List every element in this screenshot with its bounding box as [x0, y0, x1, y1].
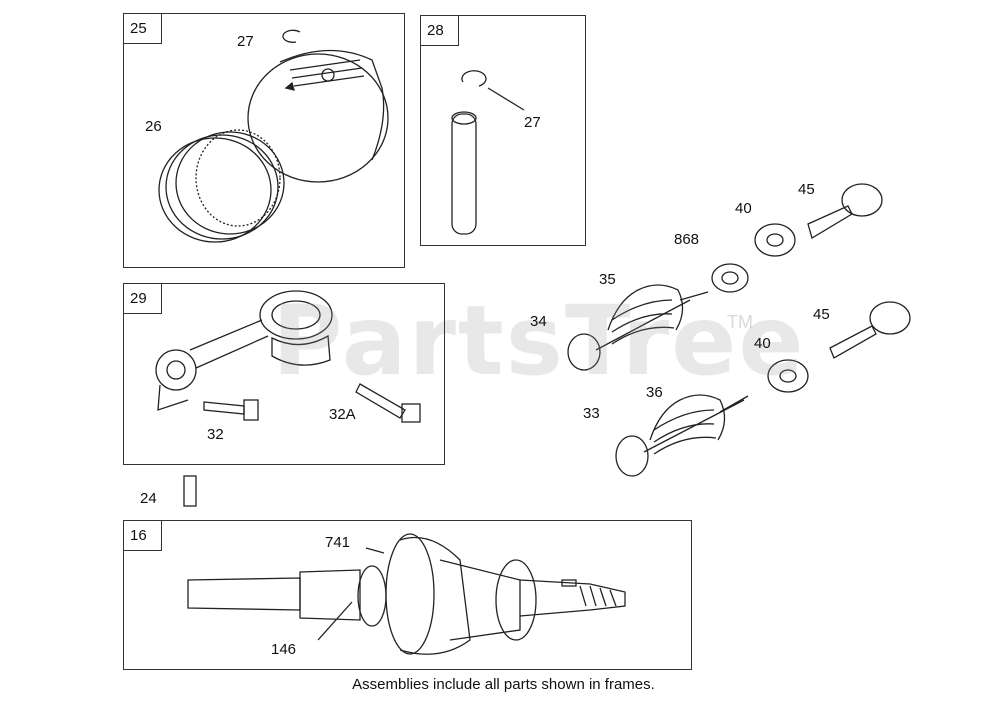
watermark: PartsTree — [272, 285, 806, 397]
callout-45-lower[interactable]: 45 — [813, 306, 830, 323]
piston-drawing — [247, 49, 389, 183]
callout-26[interactable]: 26 — [145, 118, 162, 135]
callout-32a[interactable]: 32A — [329, 406, 356, 423]
frame-29: 29 — [123, 283, 445, 465]
frame-25-tag: 25 — [124, 14, 162, 44]
callout-34[interactable]: 34 — [530, 313, 547, 330]
key-drawing — [183, 475, 197, 507]
trademark-mark: TM — [727, 312, 753, 332]
callout-146[interactable]: 146 — [271, 641, 297, 658]
callout-33[interactable]: 33 — [583, 405, 600, 422]
callout-40-lower[interactable]: 40 — [754, 335, 771, 352]
frame-28: 28 — [420, 15, 586, 246]
callout-45-upper[interactable]: 45 — [798, 181, 815, 198]
frame-29-tag: 29 — [124, 284, 162, 314]
frame-16: 16 — [123, 520, 692, 670]
callout-32[interactable]: 32 — [207, 426, 224, 443]
piston-pin-drawing — [451, 70, 525, 235]
callout-27-pin[interactable]: 27 — [524, 114, 541, 131]
footer-note: Assemblies include all parts shown in fr… — [352, 676, 655, 693]
frame-16-tag: 16 — [124, 521, 162, 551]
valve-lower-drawing — [615, 301, 911, 477]
circlip-drawing — [282, 29, 301, 43]
callout-36[interactable]: 36 — [646, 384, 663, 401]
frame-25: 25 — [123, 13, 405, 268]
piston-rings-drawing — [158, 129, 285, 243]
callout-27-top[interactable]: 27 — [237, 33, 254, 50]
connecting-rod-drawing — [155, 290, 421, 423]
callout-35[interactable]: 35 — [599, 271, 616, 288]
valve-upper-drawing — [567, 183, 883, 371]
frame-28-tag: 28 — [421, 16, 459, 46]
crankshaft-drawing — [187, 533, 626, 655]
callout-24[interactable]: 24 — [140, 490, 157, 507]
callout-868[interactable]: 868 — [674, 231, 700, 248]
callout-40-upper[interactable]: 40 — [735, 200, 752, 217]
callout-741[interactable]: 741 — [325, 534, 351, 551]
